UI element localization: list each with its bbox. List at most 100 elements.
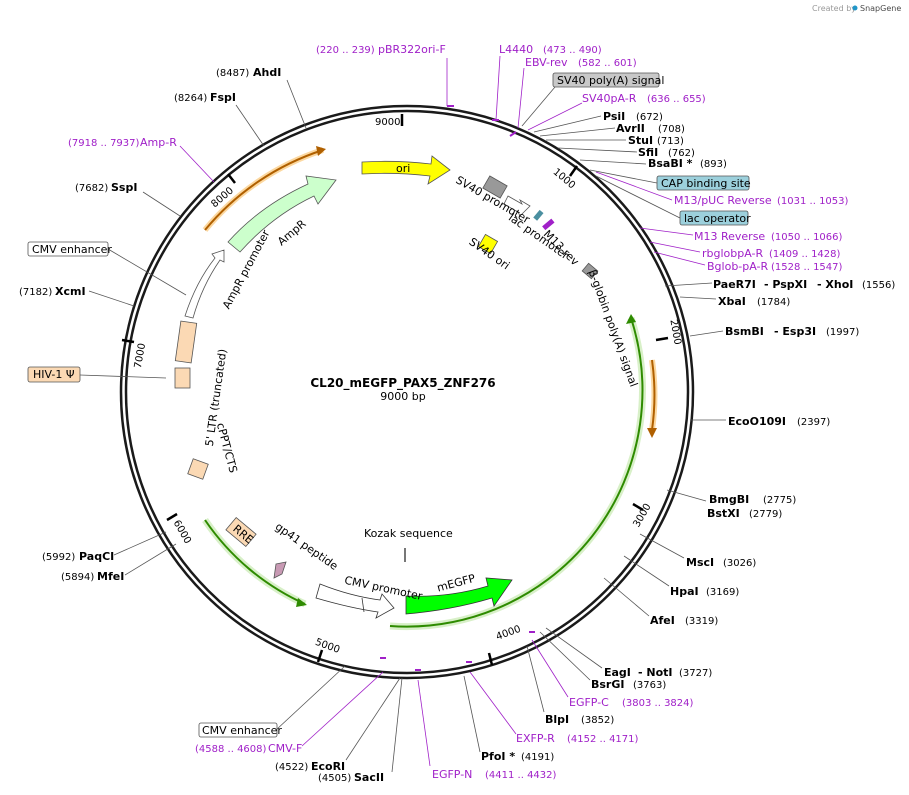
paer7i-name[interactable]: PaeR7I bbox=[713, 278, 756, 291]
sacii-pos: (4505) bbox=[318, 773, 351, 784]
ecoo109i-name[interactable]: EcoO109I bbox=[728, 415, 786, 428]
leader-psii bbox=[533, 115, 602, 133]
ecori-name[interactable]: EcoRI bbox=[311, 760, 345, 773]
bsmbi-name[interactable]: BsmBI bbox=[725, 325, 764, 338]
msci-name[interactable]: MscI bbox=[686, 556, 714, 569]
feature-sv40-ori[interactable] bbox=[477, 233, 499, 255]
feature-cppt[interactable] bbox=[187, 458, 209, 480]
msci-pos: (3026) bbox=[723, 558, 756, 569]
feature-sv40-promoter[interactable] bbox=[482, 175, 508, 199]
feature-bglobin-polya[interactable] bbox=[581, 262, 599, 280]
paqci-name[interactable]: PaqCI bbox=[79, 550, 114, 563]
bglob-pa-r-pos: (1528 .. 1547) bbox=[771, 262, 843, 273]
tick-4000 bbox=[487, 652, 494, 666]
sv40pa-r-name[interactable]: SV40pA-R bbox=[582, 92, 637, 105]
afei-name[interactable]: AfeI bbox=[650, 614, 675, 627]
cmv-enhancer-lower-box[interactable] bbox=[198, 722, 278, 738]
cmv-promoter-arrow bbox=[315, 583, 395, 619]
feature-ampr-promoter[interactable] bbox=[184, 249, 225, 319]
egfp-n-name[interactable]: EGFP-N bbox=[432, 768, 472, 781]
pbr322ori-f-pos: (220 .. 239) bbox=[316, 45, 375, 56]
paqci-pos: (5992) bbox=[42, 552, 75, 563]
ebv-rev-mark bbox=[509, 131, 517, 137]
lac-operator-box[interactable] bbox=[679, 210, 749, 226]
pfoi-name[interactable]: PfoI * bbox=[481, 750, 515, 763]
m13-reverse-name[interactable]: M13 Reverse bbox=[694, 230, 765, 243]
fspi-name[interactable]: FspI bbox=[210, 91, 236, 104]
hpai-pos: (3169) bbox=[706, 587, 739, 598]
feature-ori[interactable]: ori bbox=[361, 155, 451, 185]
gene-arc-arrowhead bbox=[626, 314, 636, 324]
hiv-psi-box[interactable] bbox=[27, 366, 81, 383]
avrii-name[interactable]: AvrII bbox=[616, 122, 645, 135]
feature-gp41[interactable] bbox=[273, 561, 287, 579]
leader-cap bbox=[589, 169, 658, 184]
xcmi-name[interactable]: XcmI bbox=[55, 285, 86, 298]
eagi-name[interactable]: EagI bbox=[604, 666, 631, 679]
exfp-r-name[interactable]: EXFP-R bbox=[516, 732, 555, 745]
amp-r-name[interactable]: Amp-R bbox=[140, 136, 177, 149]
leader-sacii bbox=[391, 677, 403, 773]
tick-2000 bbox=[655, 336, 669, 342]
mfei-name[interactable]: MfeI bbox=[97, 570, 124, 583]
pbr322ori-f-name[interactable]: pBR322ori-F bbox=[378, 43, 446, 56]
psii-name[interactable]: PsiI bbox=[603, 110, 625, 123]
lower-green-arc[interactable] bbox=[204, 519, 306, 605]
sacii-name[interactable]: SacII bbox=[354, 771, 384, 784]
leader-paer7i bbox=[664, 282, 713, 287]
stui-name[interactable]: StuI bbox=[628, 134, 653, 147]
leader-sfii bbox=[557, 147, 638, 153]
tick-1000 bbox=[568, 165, 579, 177]
rbglobpa-r-name[interactable]: rbglobpA-R bbox=[702, 247, 763, 260]
ebv-rev-name[interactable]: EBV-rev bbox=[525, 56, 568, 69]
xbai-name[interactable]: XbaI bbox=[718, 295, 746, 308]
cmv-enhancer-upper-box[interactable] bbox=[27, 241, 109, 257]
feature-ltr[interactable] bbox=[174, 320, 198, 364]
bsrgi-name[interactable]: BsrGI bbox=[591, 678, 624, 691]
paer7i-pos: (1556) bbox=[862, 280, 895, 291]
leader-xbai bbox=[679, 296, 717, 300]
xhoi-name[interactable]: - XhoI bbox=[817, 278, 853, 291]
leader-bsabi bbox=[579, 159, 647, 165]
bsabi-name[interactable]: BsaBI * bbox=[648, 157, 693, 170]
sv40-polya-box[interactable] bbox=[552, 72, 660, 88]
leader-msci bbox=[639, 533, 685, 559]
esp3i-name[interactable]: - Esp3I bbox=[774, 325, 816, 338]
blpi-name[interactable]: BlpI bbox=[545, 713, 569, 726]
egfp-c-name[interactable]: EGFP-C bbox=[569, 696, 609, 709]
cap-binding-box[interactable] bbox=[656, 175, 750, 191]
sfii-pos: (762) bbox=[668, 148, 695, 159]
noti-name[interactable]: - NotI bbox=[638, 666, 673, 679]
bmgbi-name[interactable]: BmgBI bbox=[709, 493, 749, 506]
feature-lac-promoter[interactable] bbox=[503, 195, 531, 217]
pspxi-name[interactable]: - PspXI bbox=[764, 278, 807, 291]
feature-hiv-psi[interactable] bbox=[174, 367, 191, 389]
feature-m13-rev bbox=[542, 218, 555, 231]
exfp-r-pos: (4152 .. 4171) bbox=[567, 734, 639, 745]
bstxi-pos: (2779) bbox=[749, 509, 782, 520]
tick-label-4000: 4000 bbox=[495, 624, 523, 643]
cmv-f-name[interactable]: CMV-F bbox=[268, 742, 302, 755]
sfii-name[interactable]: SfiI bbox=[638, 146, 658, 159]
leader-hpai bbox=[623, 555, 670, 587]
orange-arrow-left[interactable] bbox=[204, 149, 324, 231]
leader-m13-puc bbox=[595, 171, 673, 201]
feature-rre[interactable]: RRE bbox=[225, 516, 257, 548]
fspi-pos: (8264) bbox=[174, 93, 207, 104]
tick-label-9000: 9000 bbox=[375, 117, 400, 128]
l4440-name[interactable]: L4440 bbox=[499, 43, 533, 56]
leader-lac-operator bbox=[595, 175, 681, 219]
leader-eagi bbox=[545, 627, 603, 669]
m13-puc-name[interactable]: M13/pUC Reverse bbox=[674, 194, 772, 207]
xbai-pos: (1784) bbox=[757, 297, 790, 308]
sspi-name[interactable]: SspI bbox=[111, 181, 137, 194]
bglob-pa-r-name[interactable]: Bglob-pA-R bbox=[707, 260, 769, 273]
hpai-name[interactable]: HpaI bbox=[670, 585, 699, 598]
feature-ampr[interactable] bbox=[227, 175, 337, 253]
orange-arrow-right[interactable] bbox=[651, 359, 656, 431]
ahdi-name[interactable]: AhdI bbox=[253, 66, 281, 79]
bsabi-pos: (893) bbox=[700, 159, 727, 170]
bstxi-name[interactable]: BstXI bbox=[707, 507, 740, 520]
leader-bsrgi bbox=[539, 631, 591, 681]
